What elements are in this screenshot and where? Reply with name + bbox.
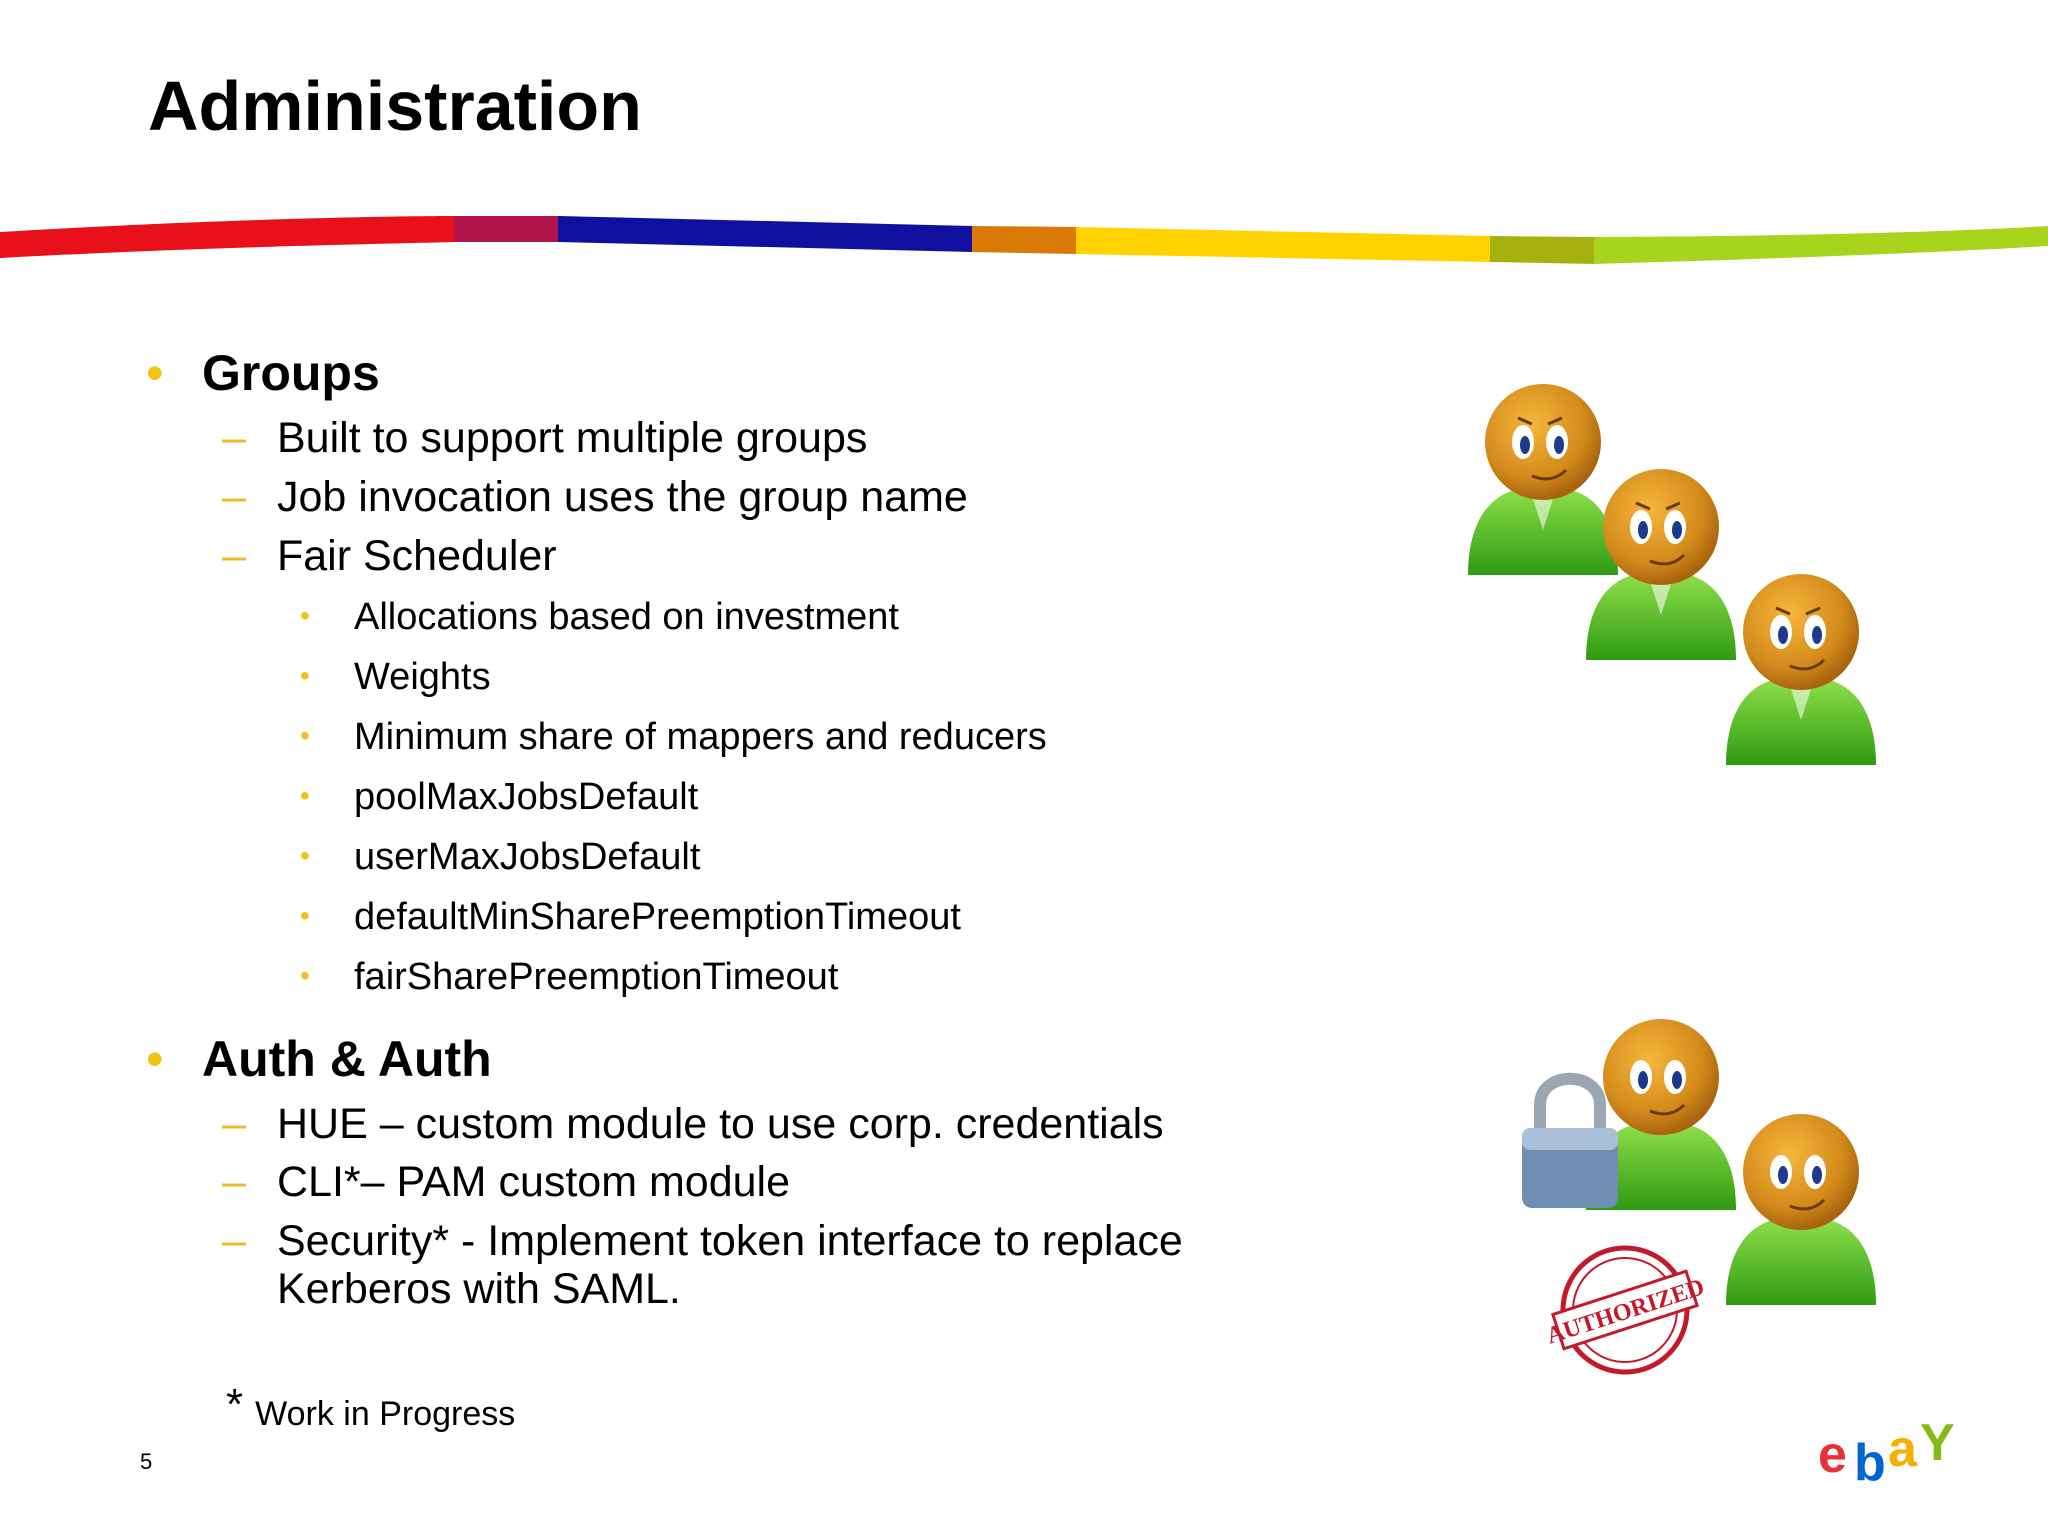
footnote: *Work in Progress xyxy=(226,1380,516,1433)
sub-list-item: •Weights xyxy=(300,656,491,698)
bullet-icon: • xyxy=(300,720,310,751)
bullet-content: •Groups –Built to support multiple group… xyxy=(146,345,1183,1313)
section-heading-auth: •Auth & Auth xyxy=(146,1031,492,1087)
page-title: Administration xyxy=(148,67,642,145)
sub-list-item: •userMaxJobsDefault xyxy=(300,836,701,878)
ebay-logo: e b a Y xyxy=(1818,1420,1955,1484)
svg-text:e: e xyxy=(1818,1426,1847,1484)
dash-icon: – xyxy=(222,532,246,580)
list-item: –Security* - Implement token interface t… xyxy=(222,1217,1183,1313)
sub-list-item: •Allocations based on investment xyxy=(300,596,899,638)
bullet-icon: • xyxy=(300,780,310,811)
bullet-icon: • xyxy=(300,840,310,871)
sub-list-item: •poolMaxJobsDefault xyxy=(300,776,699,818)
list-item: –CLI*– PAM custom module xyxy=(222,1158,791,1206)
list-item: –HUE – custom module to use corp. creden… xyxy=(222,1100,1164,1148)
page-number: 5 xyxy=(140,1449,153,1474)
list-item: –Built to support multiple groups xyxy=(222,414,868,462)
bullet-icon: • xyxy=(146,1031,164,1087)
list-item: –Job invocation uses the group name xyxy=(222,473,968,521)
dash-icon: – xyxy=(222,1158,246,1206)
authorized-stamp-icon: AUTHORIZED xyxy=(1544,1245,1708,1375)
sub-list-item: •Minimum share of mappers and reducers xyxy=(300,716,1047,758)
rainbow-divider xyxy=(0,216,2048,264)
svg-text:Y: Y xyxy=(1920,1420,1955,1472)
svg-text:a: a xyxy=(1888,1420,1918,1478)
group-users-icon xyxy=(1466,382,1878,767)
secured-users-illustration: AUTHORIZED xyxy=(1522,1017,1878,1375)
padlock-icon xyxy=(1522,1072,1618,1208)
bullet-icon: • xyxy=(300,960,310,991)
bullet-icon: • xyxy=(300,660,310,691)
dash-icon: – xyxy=(222,473,246,521)
svg-text:b: b xyxy=(1854,1434,1886,1484)
dash-icon: – xyxy=(222,1100,246,1148)
dash-icon: – xyxy=(222,1217,246,1265)
sub-list-item: •defaultMinSharePreemptionTimeout xyxy=(300,896,961,938)
dash-icon: – xyxy=(222,414,246,462)
list-item: –Fair Scheduler xyxy=(222,532,557,580)
section-heading-groups: •Groups xyxy=(146,345,380,401)
bullet-icon: • xyxy=(300,600,310,631)
bullet-icon: • xyxy=(146,345,164,401)
sub-list-item: •fairSharePreemptionTimeout xyxy=(300,956,839,998)
bullet-icon: • xyxy=(300,900,310,931)
